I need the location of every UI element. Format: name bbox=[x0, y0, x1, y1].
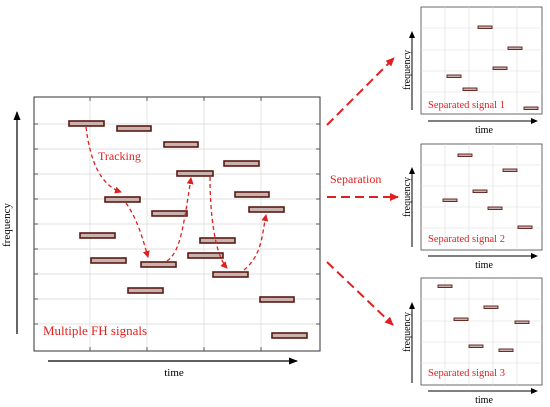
hop bbox=[483, 305, 499, 309]
hop-16 bbox=[127, 287, 164, 294]
hop bbox=[498, 348, 514, 352]
small-plot-3-y-label: frequency bbox=[402, 312, 413, 352]
tracking-curve-4 bbox=[209, 176, 228, 269]
hop-11 bbox=[199, 237, 236, 244]
hop bbox=[462, 87, 478, 91]
hop-12 bbox=[187, 252, 224, 259]
hop-5 bbox=[176, 170, 214, 177]
main-plot-ticks bbox=[34, 97, 320, 351]
hop-1 bbox=[68, 120, 105, 127]
small-plot-1-x-label: time bbox=[475, 125, 493, 136]
tracking-curve-2 bbox=[125, 202, 150, 258]
hop-13 bbox=[90, 257, 127, 264]
small-plot-1-frame bbox=[420, 6, 543, 115]
small-plot-2: Separated signal 2 time frequency bbox=[402, 143, 543, 271]
small-plot-3-grid bbox=[421, 278, 542, 385]
small-plot-3-x-label: time bbox=[475, 395, 493, 406]
hop-2 bbox=[116, 125, 152, 132]
hop-10 bbox=[79, 232, 116, 239]
hop-17 bbox=[259, 296, 295, 303]
hop bbox=[507, 46, 523, 50]
hop-8 bbox=[151, 210, 188, 217]
tracking-label: Tracking bbox=[98, 149, 141, 163]
hop-14 bbox=[140, 261, 177, 268]
hop-7 bbox=[234, 191, 270, 198]
tracking-curve-3 bbox=[166, 177, 194, 262]
hop bbox=[446, 74, 462, 78]
hop bbox=[477, 25, 493, 29]
small-plot-1: Separated signal 1 time frequency bbox=[402, 6, 543, 136]
hop bbox=[453, 317, 469, 321]
hop bbox=[517, 225, 533, 229]
hop bbox=[492, 66, 508, 70]
separation-arrow-bottom bbox=[326, 261, 394, 326]
tracking-curve-1 bbox=[85, 126, 122, 194]
small-plot-3: Separated signal 3 time frequency bbox=[402, 277, 543, 406]
hop bbox=[437, 284, 453, 288]
hop bbox=[514, 320, 530, 324]
small-plot-2-y-label: frequency bbox=[402, 177, 413, 217]
main-y-label: frequency bbox=[1, 203, 13, 247]
hop bbox=[487, 206, 503, 210]
hop-6 bbox=[104, 196, 141, 203]
hop-3 bbox=[163, 141, 199, 148]
small-plot-3-caption: Separated signal 3 bbox=[428, 368, 505, 379]
separation-label: Separation bbox=[330, 172, 381, 186]
small-plot-3-frame bbox=[420, 277, 543, 386]
hop-4 bbox=[223, 160, 260, 167]
tracking-curve-5 bbox=[243, 214, 269, 271]
tracking-curves bbox=[85, 126, 269, 271]
main-plot-caption: Multiple FH signals bbox=[43, 323, 147, 338]
small-plot-2-hops bbox=[442, 153, 533, 229]
hop-9 bbox=[248, 206, 285, 213]
small-plot-2-frame bbox=[420, 143, 543, 251]
small-plot-1-caption: Separated signal 1 bbox=[428, 100, 505, 111]
main-plot: Tracking Multiple FH signals time freque… bbox=[1, 96, 321, 379]
hop bbox=[502, 168, 518, 172]
hop bbox=[472, 189, 488, 193]
hop-15 bbox=[212, 271, 249, 278]
hop-18 bbox=[271, 332, 308, 339]
main-x-label: time bbox=[164, 367, 184, 379]
small-plot-1-y-label: frequency bbox=[402, 50, 413, 90]
small-plot-3-hops bbox=[437, 284, 530, 352]
main-plot-hops bbox=[68, 120, 308, 339]
small-plot-2-caption: Separated signal 2 bbox=[428, 234, 505, 245]
hop bbox=[442, 198, 458, 202]
separation-arrows bbox=[326, 57, 399, 326]
hop bbox=[457, 153, 473, 157]
hop bbox=[523, 106, 539, 110]
separation-arrow-top bbox=[326, 57, 395, 126]
small-plot-1-hops bbox=[446, 25, 539, 110]
small-plot-2-x-label: time bbox=[475, 260, 493, 271]
hop bbox=[468, 344, 484, 348]
